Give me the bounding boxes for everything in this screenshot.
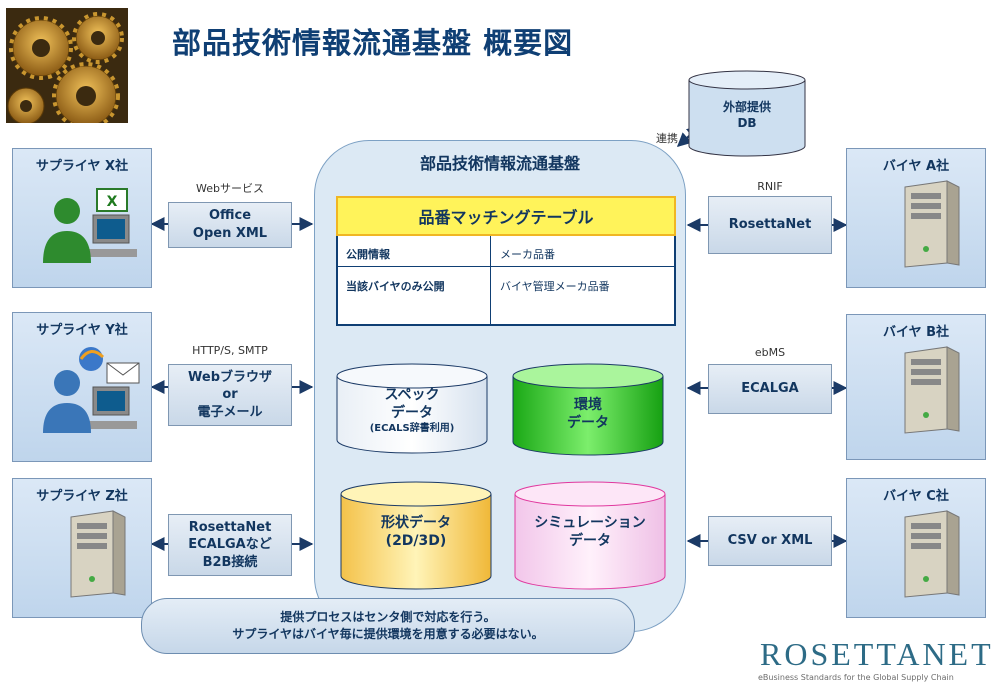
supplier-y-box: サプライヤ Y社	[12, 312, 152, 462]
buyer-a-name: バイヤ A社	[882, 159, 950, 174]
user-pc-icon: X	[43, 188, 137, 263]
env-line2: データ	[567, 415, 609, 432]
buyer-a-box: バイヤ A社	[846, 148, 986, 288]
matching-table: 公開情報 メーカ品番 当該バイヤのみ公開 バイヤ管理メーカ品番	[336, 236, 676, 326]
table-divider	[490, 236, 491, 324]
page-title: 部品技術情報流通基盤 概要図	[172, 26, 574, 60]
simulation-data-cylinder	[514, 481, 666, 590]
supplier-z-connector: RosettaNet ECALGAなど B2B接続	[168, 514, 292, 576]
connector-line: Webブラウザ	[188, 369, 272, 385]
server-icon	[70, 510, 126, 598]
buyer-c-box: バイヤ C社	[846, 478, 986, 618]
shape-data-label: 形状データ (2D/3D)	[340, 514, 492, 550]
simulation-data-label: シミュレーション データ	[514, 514, 666, 550]
spec-line1: スペック	[384, 387, 440, 403]
table-cell-key: 当該バイヤのみ公開	[346, 280, 445, 293]
supplier-x-connector: Office Open XML	[168, 202, 292, 248]
spec-line2: データ	[391, 405, 433, 422]
buyer-c-name: バイヤ C社	[883, 489, 949, 504]
buyer-c-connector: CSV or XML	[708, 516, 832, 566]
spec-line3: (ECALS辞書利用)	[369, 423, 455, 435]
table-cell-key: 公開情報	[346, 248, 390, 261]
sim-line1: シミュレーション	[534, 515, 646, 531]
supplier-x-protocol: Webサービス	[196, 182, 264, 195]
table-row	[338, 236, 674, 267]
environment-data-cylinder	[512, 363, 664, 456]
external-db-line2: DB	[737, 115, 757, 130]
shape-data-cylinder	[340, 481, 492, 590]
buyer-b-name: バイヤ B社	[882, 325, 950, 340]
supplier-z-name: サプライヤ Z社	[36, 489, 128, 504]
external-db-cylinder	[688, 70, 806, 157]
supplier-x-box: サプライヤ X社 X	[12, 148, 152, 288]
connector-line: Open XML	[192, 226, 268, 241]
platform-title: 部品技術情報流通基盤	[419, 154, 580, 173]
connector-line: 電子メール	[197, 404, 263, 420]
rosettanet-logo: ROSETTANET	[760, 636, 994, 672]
rosettanet-tagline: eBusiness Standards for the Global Suppl…	[758, 673, 954, 682]
svg-text:X: X	[107, 194, 118, 210]
gears-image	[6, 8, 128, 123]
connector-line: or	[222, 387, 238, 403]
external-db-link-label: 連携	[656, 132, 678, 145]
buyer-b-connector: ECALGA	[708, 364, 832, 414]
supplier-y-connector: Webブラウザ or 電子メール	[168, 364, 292, 426]
buyer-b-box: バイヤ B社	[846, 314, 986, 460]
buyer-b-protocol: ebMS	[754, 346, 786, 359]
connector-line: Office	[208, 208, 252, 224]
sim-line2: データ	[569, 533, 611, 550]
buyer-a-protocol: RNIF	[757, 180, 783, 193]
table-cell-value: バイヤ管理メーカ品番	[500, 280, 610, 293]
note-line2: サプライヤはバイヤ毎に提供環境を用意する必要はない。	[232, 627, 544, 641]
external-db-label: 外部提供 DB	[688, 100, 806, 131]
server-icon	[904, 346, 960, 434]
shape-line1: 形状データ	[381, 515, 451, 531]
supplier-y-protocol: HTTP/S, SMTP	[192, 344, 268, 357]
spec-data-cylinder	[336, 363, 488, 454]
supplier-x-name: サプライヤ X社	[35, 159, 129, 174]
external-db-line1: 外部提供	[722, 100, 771, 114]
connector-line: ECALGAなど	[188, 537, 272, 553]
supplier-y-name: サプライヤ Y社	[36, 323, 128, 338]
callout-note: 提供プロセスはセンタ側で対応を行う。 サプライヤはバイヤ毎に提供環境を用意する必…	[141, 598, 635, 654]
note-line1: 提供プロセスはセンタ側で対応を行う。	[280, 609, 496, 624]
shape-line2: (2D/3D)	[385, 533, 447, 550]
connector-line: B2B接続	[202, 554, 258, 570]
spec-data-label: スペック データ (ECALS辞書利用)	[336, 386, 488, 435]
user-mail-icon	[43, 347, 140, 433]
supplier-z-box: サプライヤ Z社	[12, 478, 152, 618]
connector-line: RosettaNet	[188, 519, 272, 535]
server-icon	[904, 510, 960, 598]
table-cell-value: メーカ品番	[500, 248, 555, 261]
buyer-a-connector: RosettaNet	[708, 196, 832, 254]
server-icon	[904, 180, 960, 268]
env-line1: 環境	[574, 397, 602, 413]
environment-data-label: 環境 データ	[512, 396, 664, 432]
matching-table-header: 品番マッチングテーブル	[336, 196, 676, 236]
